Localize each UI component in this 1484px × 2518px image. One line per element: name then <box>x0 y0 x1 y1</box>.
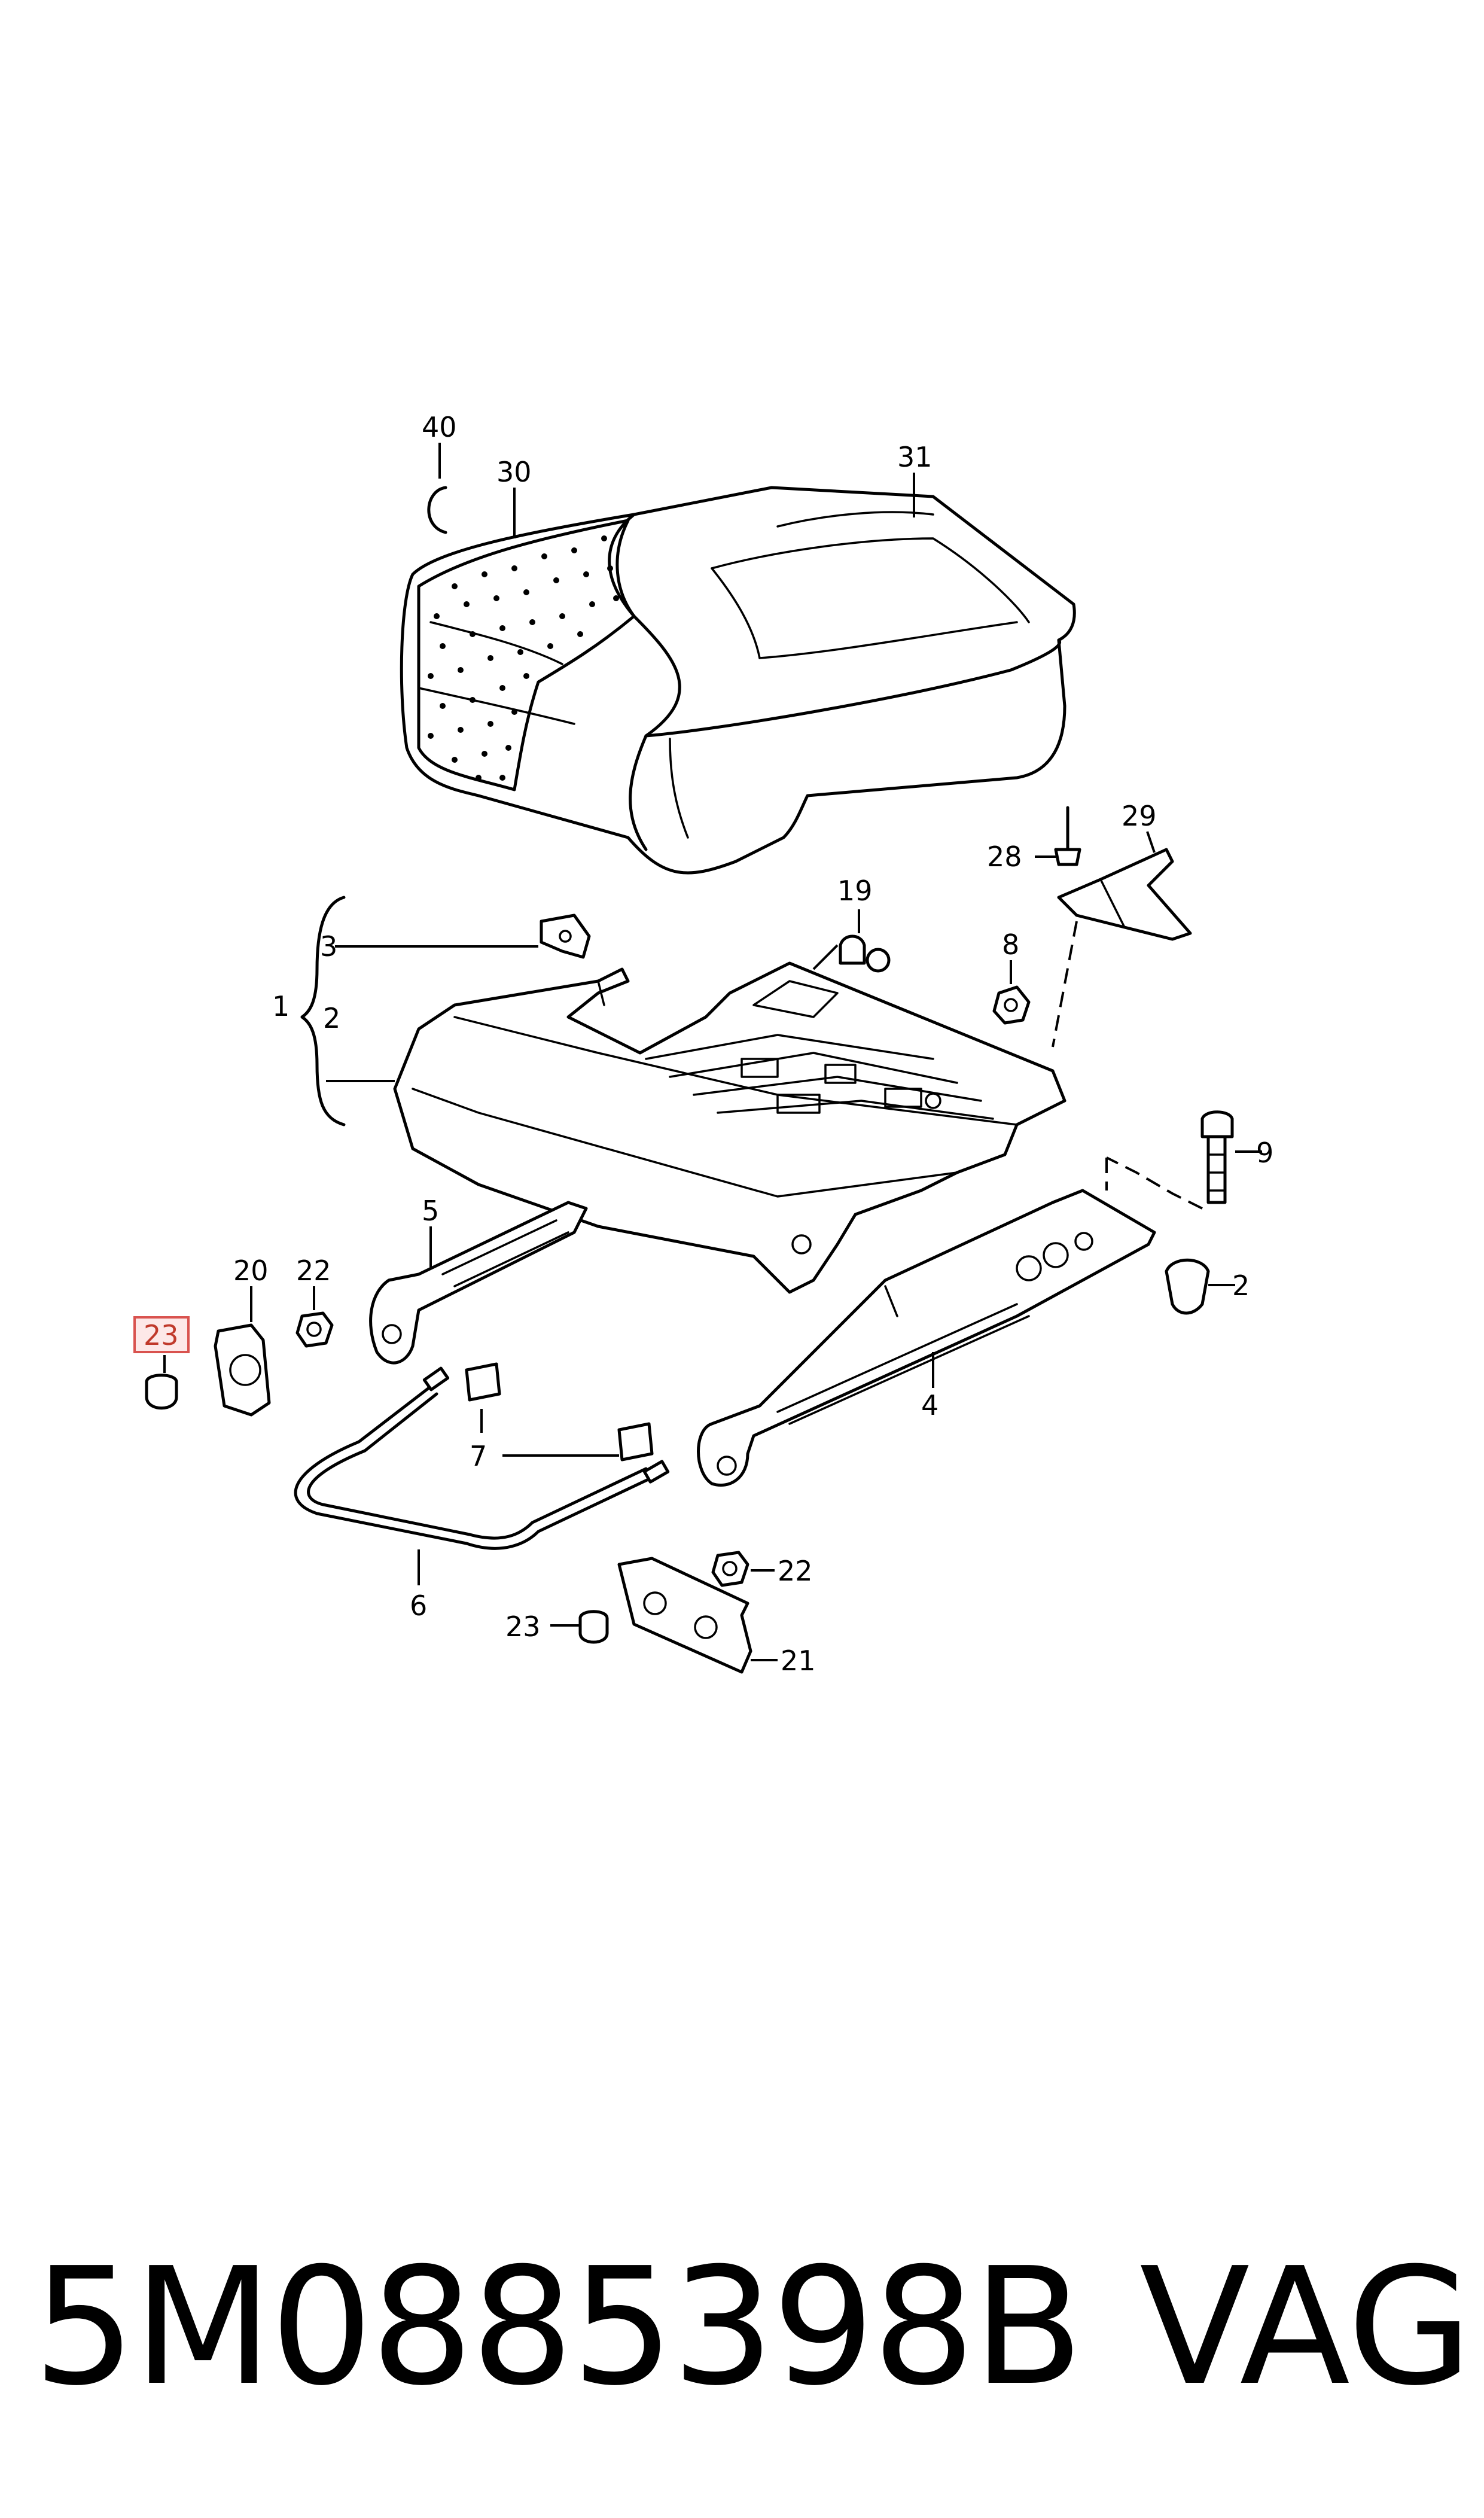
cable-6 <box>294 1366 670 1585</box>
callout-31: 31 <box>897 441 933 473</box>
callout-28: 28 <box>987 841 1022 873</box>
callout-5: 5 <box>422 1195 439 1227</box>
callout-4: 4 <box>921 1389 938 1421</box>
rivet-28 <box>1035 806 1081 866</box>
seat-cushion-cover <box>400 486 1076 875</box>
cover-20 <box>214 1286 271 1417</box>
rail-4 <box>697 1189 1156 1487</box>
exploded-parts-diagram: 40 30 31 3 1 2 19 28 29 8 9 2 5 20 22 23… <box>133 411 1273 1677</box>
callout-30: 30 <box>496 456 532 488</box>
callout-1: 1 <box>272 990 290 1022</box>
callout-23b: 23 <box>505 1610 541 1643</box>
callout-23a-highlighted: 23 <box>133 1316 190 1353</box>
callout-21: 21 <box>781 1645 816 1677</box>
callout-40: 40 <box>422 411 457 443</box>
callout-22a: 22 <box>296 1255 331 1287</box>
bracket-3 <box>540 914 591 959</box>
callout-8: 8 <box>1002 928 1019 961</box>
bracket-29 <box>1057 848 1192 941</box>
callout-29: 29 <box>1122 800 1157 832</box>
clip-icon <box>427 486 447 534</box>
callouts: 40 30 31 3 1 2 19 28 29 8 9 2 5 20 22 23… <box>133 411 1273 1677</box>
rail-5 <box>369 1201 588 1365</box>
callout-2b: 2 <box>1232 1269 1250 1302</box>
callout-7: 7 <box>470 1440 487 1472</box>
callout-23a: 23 <box>144 1319 179 1351</box>
callout-19: 19 <box>837 875 873 907</box>
clip-19 <box>812 909 891 973</box>
clip-7a <box>465 1362 501 1402</box>
bolt-9 <box>1200 1110 1262 1204</box>
plug-23b <box>578 1610 609 1644</box>
callout-9: 9 <box>1256 1137 1273 1169</box>
nut-22a <box>295 1311 334 1348</box>
callout-6: 6 <box>410 1590 427 1622</box>
plug-23a <box>145 1374 178 1410</box>
bump-stop-2 <box>1165 1258 1210 1315</box>
part-number: 5M0885398B <box>33 2233 1083 2421</box>
brand-label: VAG <box>1139 2233 1473 2421</box>
clip-7b <box>617 1422 654 1462</box>
cover-21 <box>617 1557 778 1674</box>
dotted-texture <box>428 535 619 781</box>
callout-22b: 22 <box>778 1555 813 1587</box>
callout-2a: 2 <box>323 1002 340 1034</box>
nut-8 <box>992 985 1031 1025</box>
callout-20: 20 <box>233 1255 269 1287</box>
nut-22b <box>711 1551 749 1587</box>
callout-3: 3 <box>320 930 337 963</box>
